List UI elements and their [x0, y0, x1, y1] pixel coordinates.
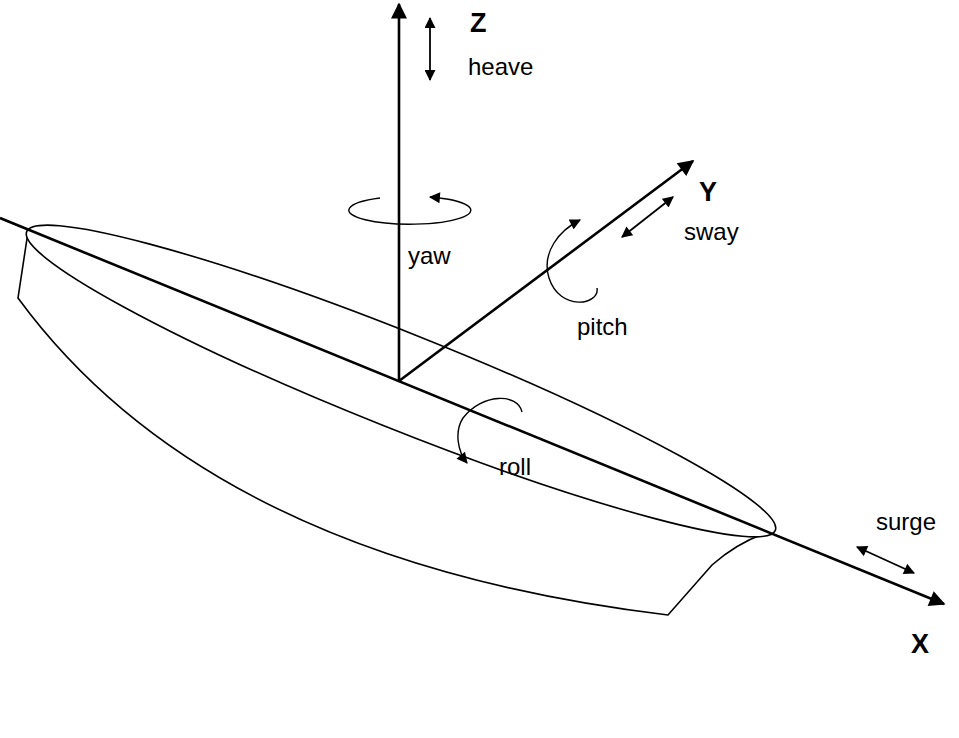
motion-label: sway	[684, 220, 739, 244]
motion-label: heave	[468, 55, 533, 79]
motion-label: yaw	[408, 244, 451, 268]
motion-label: roll	[499, 455, 531, 479]
axis-name: Z	[470, 10, 487, 37]
axis-name: Y	[699, 179, 717, 206]
pitch-arrow	[547, 220, 597, 302]
axis-name: X	[911, 631, 929, 658]
yaw-arrow	[349, 197, 471, 224]
motion-label: pitch	[577, 315, 628, 339]
heave-arrow	[429, 18, 431, 80]
roll-arrow	[458, 398, 522, 463]
y-axis	[399, 161, 693, 381]
motion-label: surge	[876, 510, 936, 534]
z-axis	[398, 4, 401, 381]
x-axis	[0, 218, 944, 604]
sway-arrow	[622, 197, 673, 237]
surge-arrow	[857, 547, 914, 573]
